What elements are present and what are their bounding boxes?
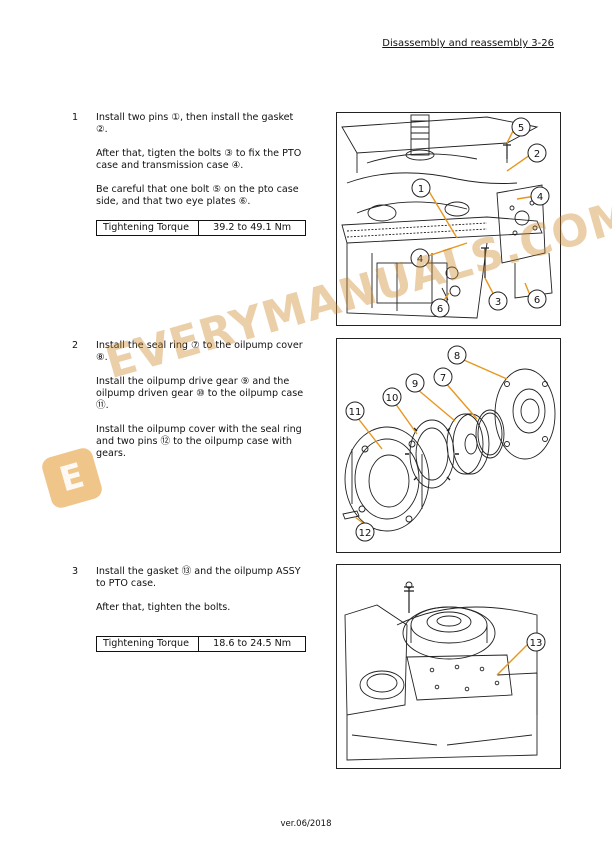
torque-label: Tightening Torque [95, 220, 200, 236]
step-paragraph: Install the seal ring ⑦ to the oilpump c… [96, 340, 303, 363]
callout-label: 2 [534, 149, 540, 160]
callout-label: 8 [454, 351, 460, 362]
step-number: 2 [72, 340, 79, 351]
step-paragraph: Install the oilpump drive gear ⑨ and the… [96, 376, 304, 411]
figure-2: 8 9 7 10 11 12 [336, 338, 561, 553]
callout-label: 10 [386, 393, 399, 404]
oilpump-exploded-illustration: 8 9 7 10 11 12 [342, 345, 556, 542]
torque-label: Tightening Torque [95, 636, 200, 652]
page-footer: ver.06/2018 [280, 819, 332, 829]
figure-1: 1 2 3 4 4 5 6 6 [336, 112, 561, 326]
callout-label: 9 [412, 379, 418, 390]
step-body: Install the gasket ⑬ and the oilpump ASS… [95, 566, 306, 652]
watermark-logo: E [39, 445, 105, 511]
callout-label: 1 [418, 184, 424, 195]
callout-label: 3 [495, 297, 501, 308]
torque-table: Tightening Torque 39.2 to 49.1 Nm [95, 220, 306, 236]
torque-table: Tightening Torque 18.6 to 24.5 Nm [95, 636, 306, 652]
callout-label: 6 [437, 304, 443, 315]
callout-label: 5 [518, 123, 524, 134]
step-paragraph: After that, tigten the bolts ③ to fix th… [96, 148, 302, 171]
callout-label: 4 [537, 192, 543, 203]
step-body: Install the seal ring ⑦ to the oilpump c… [96, 340, 306, 472]
callout-label: 7 [440, 373, 446, 384]
step-paragraph: Install the gasket ⑬ and the oilpump ASS… [96, 566, 301, 589]
watermark-logo-letter: E [55, 455, 89, 501]
pto-case-illustration: 1 2 3 4 4 5 6 6 [341, 114, 553, 319]
figure-3: 13 [336, 564, 561, 769]
step-number: 3 [72, 566, 79, 577]
callout-label: 13 [530, 638, 543, 649]
oilpump-assy-illustration: 13 [344, 581, 546, 761]
step-paragraph: After that, tighten the bolts. [96, 602, 231, 613]
step-body: Install two pins ①, then install the gas… [95, 112, 306, 236]
callout-label: 12 [359, 528, 372, 539]
callout-label: 11 [349, 407, 362, 418]
torque-value: 18.6 to 24.5 Nm [198, 636, 306, 652]
callout-label: 4 [417, 254, 423, 265]
step-number: 1 [72, 112, 79, 123]
step-paragraph: Be careful that one bolt ⑤ on the pto ca… [96, 184, 299, 207]
step-paragraph: Install two pins ①, then install the gas… [96, 112, 294, 135]
step-paragraph: Install the oilpump cover with the seal … [96, 424, 302, 459]
page-header: Disassembly and reassembly 3-26 [382, 38, 554, 49]
callout-label: 6 [534, 295, 540, 306]
torque-value: 39.2 to 49.1 Nm [198, 220, 306, 236]
